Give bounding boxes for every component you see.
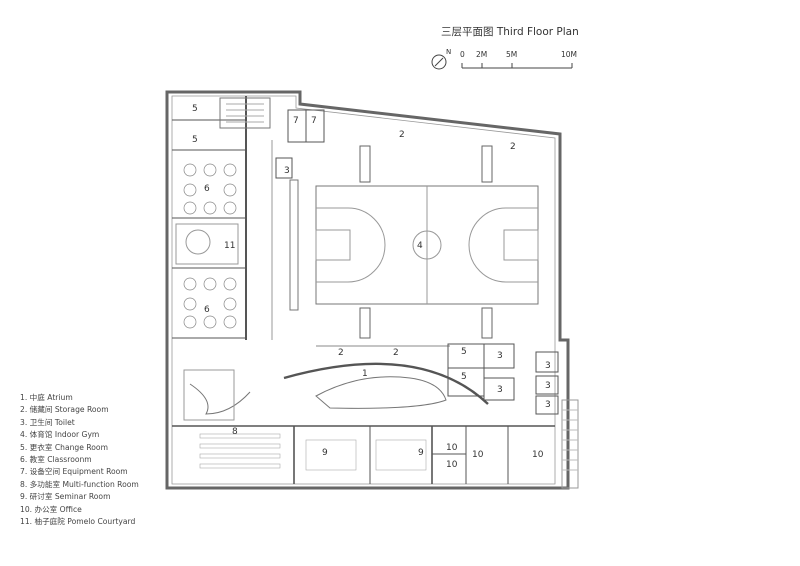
room-label: 9 [322, 448, 328, 458]
room-label: 3 [497, 351, 503, 361]
legend-item: 9. 研讨室 Seminar Room [20, 492, 111, 502]
scale-bar: N 0 2M 5M 10M [430, 48, 580, 74]
legend-item: 11. 柚子庭院 Pomelo Courtyard [20, 517, 136, 527]
room-label: 2 [338, 348, 344, 358]
legend: 1. 中庭 Atrium 2. 储藏间 Storage Room 3. 卫生间 … [20, 392, 139, 528]
room-label: 3 [545, 381, 551, 391]
room-label: 11 [224, 241, 235, 251]
room-label: 3 [545, 361, 551, 371]
room-label: 10 [532, 450, 544, 460]
room-label: 3 [284, 166, 290, 176]
scale-tick-label: 0 [460, 50, 465, 59]
scale-tick-label: 10M [561, 50, 578, 59]
north-arrow-icon [431, 54, 447, 70]
outer-wall [165, 90, 570, 490]
scale-ruler [461, 63, 573, 69]
room-label: 5 [461, 347, 467, 357]
room-label: 5 [192, 135, 198, 145]
room-label: 9 [418, 448, 424, 458]
legend-item: 7. 设备空间 Equipment Room [20, 467, 128, 477]
room-label: 5 [461, 372, 467, 382]
inner-wall [171, 95, 556, 485]
room-label: 4 [417, 241, 423, 251]
room-label: 5 [192, 104, 198, 114]
room-label: 7 [293, 116, 299, 126]
room-label: 2 [399, 130, 405, 140]
legend-item: 1. 中庭 Atrium [20, 393, 73, 402]
room-label: 2 [393, 348, 399, 358]
room-label: 10 [446, 443, 458, 453]
legend-item: 4. 体育馆 Indoor Gym [20, 430, 100, 440]
legend-item: 8. 多功能室 Multi-function Room [20, 479, 139, 489]
room-label: 8 [232, 427, 238, 437]
room-label: 1 [362, 369, 368, 379]
room-label: 3 [497, 385, 503, 395]
room-label: 3 [545, 400, 551, 410]
room-label: 2 [510, 142, 516, 152]
room-label: 6 [204, 305, 210, 315]
legend-item: 6. 教室 Classroonm [20, 455, 92, 465]
legend-item: 2. 储藏间 Storage Room [20, 405, 109, 415]
north-label: N [446, 48, 452, 56]
room-label: 10 [472, 450, 484, 460]
legend-item: 10. 办公室 Office [20, 504, 82, 514]
legend-item: 3. 卫生间 Toilet [20, 417, 75, 427]
room-label: 10 [446, 460, 458, 470]
legend-item: 5. 更衣室 Change Room [20, 442, 108, 452]
scale-tick-label: 5M [506, 50, 518, 59]
scale-tick-label: 2M [476, 50, 488, 59]
room-label: 7 [311, 116, 317, 126]
page-title: 三层平面图 Third Floor Plan [441, 26, 579, 38]
room-label: 6 [204, 184, 210, 194]
